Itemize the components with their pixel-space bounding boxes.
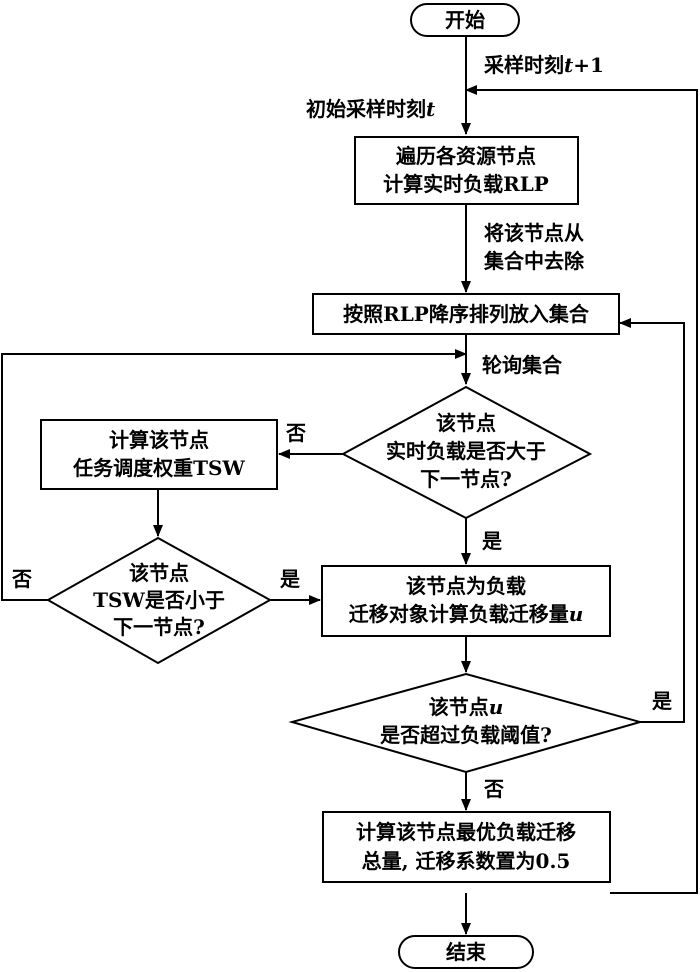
remove-label-line1: 将该节点从 bbox=[484, 221, 584, 245]
arrow-threshold-yes-to-sort bbox=[619, 318, 685, 723]
optimal-line1: 计算该节点最优负载迁移 bbox=[356, 820, 576, 844]
arrow-tsw-no-to-poll bbox=[1, 349, 467, 601]
sort-process bbox=[312, 293, 620, 335]
tsw-decision-line1: 该节点 bbox=[129, 561, 189, 585]
poll-label: 轮询集合 bbox=[482, 353, 563, 377]
rlp-decision-line3: 下一节点? bbox=[420, 467, 512, 491]
calc-tsw-line1: 计算该节点 bbox=[109, 428, 209, 452]
start-terminal bbox=[410, 3, 520, 37]
threshold-no-label: 否 bbox=[483, 777, 504, 801]
end-label: 结束 bbox=[446, 940, 487, 964]
tsw-decision-line3: 下一节点? bbox=[113, 615, 205, 639]
optimal-process bbox=[322, 811, 611, 883]
init-sample-label: 初始采样时刻t bbox=[306, 97, 436, 121]
start-label: 开始 bbox=[445, 8, 485, 32]
traverse-process bbox=[354, 136, 579, 205]
tsw-decision bbox=[45, 536, 273, 665]
calc-tsw-line2: 任务调度权重TSW bbox=[72, 456, 245, 480]
arrow-loop-next-sample bbox=[465, 85, 698, 894]
tsw-no-label: 否 bbox=[11, 567, 32, 591]
connectors bbox=[1, 34, 698, 935]
sort-label: 按照RLP降序排列放入集合 bbox=[343, 302, 590, 326]
tsw-yes-label: 是 bbox=[279, 567, 300, 591]
rlp-decision-line2: 实时负载是否大于 bbox=[386, 439, 546, 463]
migrate-line1: 该节点为负载 bbox=[406, 574, 526, 598]
end-terminal bbox=[398, 935, 534, 969]
rlp-decision bbox=[340, 385, 593, 520]
traverse-line1: 遍历各资源节点 bbox=[395, 144, 536, 168]
remove-label-line2: 集合中去除 bbox=[483, 249, 585, 273]
migrate-process bbox=[321, 565, 611, 637]
rlp-decision-line1: 该节点 bbox=[436, 411, 496, 435]
threshold-line2: 是否超过负载阈值? bbox=[379, 723, 552, 747]
calc-tsw-process bbox=[40, 419, 278, 490]
rlp-yes-label: 是 bbox=[481, 529, 502, 553]
rlp-no-label: 否 bbox=[285, 421, 306, 445]
tsw-decision-line2: TSW是否小于 bbox=[93, 588, 225, 612]
traverse-line2: 计算实时负载RLP bbox=[383, 172, 549, 196]
threshold-decision bbox=[288, 672, 644, 774]
next-sample-label: 采样时刻t+1 bbox=[484, 53, 604, 77]
threshold-line1: 该节点u bbox=[429, 695, 504, 719]
threshold-yes-label: 是 bbox=[651, 689, 672, 713]
migrate-line2: 迁移对象计算负载迁移量u bbox=[349, 602, 584, 626]
optimal-line2: 总量, 迁移系数置为0.5 bbox=[362, 849, 571, 873]
